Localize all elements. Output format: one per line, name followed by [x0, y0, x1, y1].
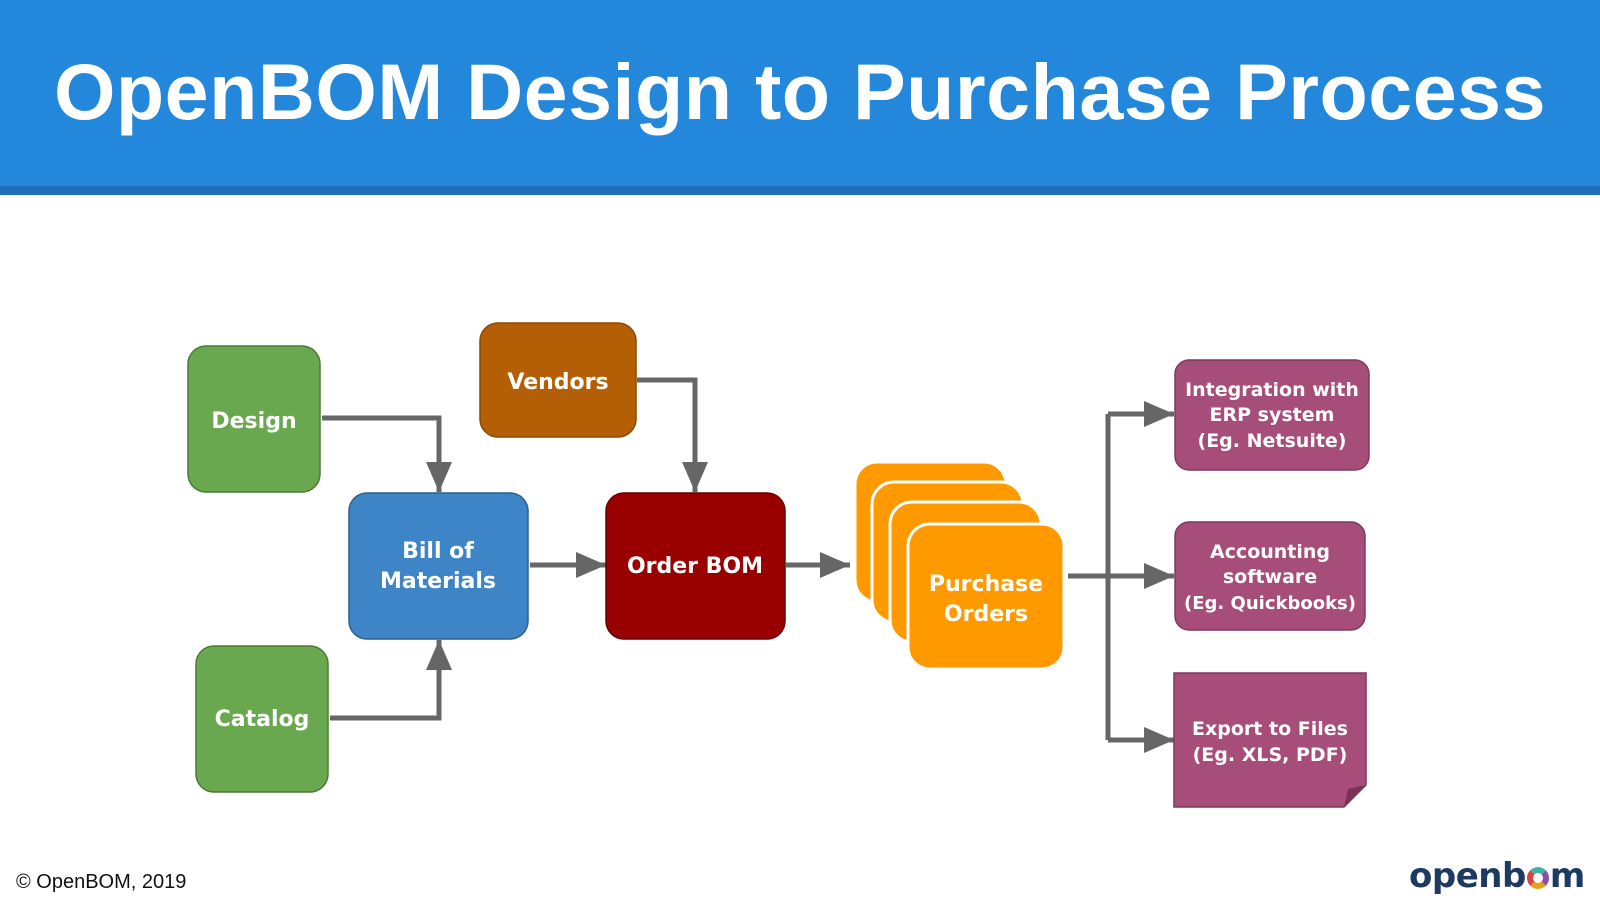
node-bom-label-line1: Bill of [402, 539, 474, 564]
node-erp-label-line1: Integration with [1185, 379, 1359, 401]
node-purchase-orders: Purchase Orders [853, 460, 1066, 671]
node-bom-label-line2: Materials [380, 569, 496, 594]
node-export-label-line1: Export to Files [1192, 718, 1348, 740]
node-accounting-label-line2: software [1223, 566, 1317, 588]
node-catalog: Catalog [195, 645, 329, 793]
node-accounting-software: Accounting software (Eg. Quickbooks) [1174, 521, 1366, 631]
arrow-catalog-to-bom [330, 640, 452, 721]
arrow-design-to-bom [322, 415, 452, 492]
node-bill-of-materials: Bill of Materials [348, 492, 529, 640]
node-erp-integration: Integration with ERP system (Eg. Netsuit… [1174, 359, 1370, 471]
connectors [322, 377, 1174, 753]
node-catalog-label: Catalog [215, 707, 310, 732]
node-erp-label-line2: ERP system [1210, 404, 1335, 426]
node-po-label-line2: Orders [944, 602, 1028, 627]
node-order-bom: Order BOM [605, 492, 786, 640]
title-banner: OpenBOM Design to Purchase Process [0, 0, 1600, 195]
rainbow-ring-icon [1526, 867, 1549, 889]
logo-text-part1: openb [1409, 856, 1526, 896]
node-po-label-line1: Purchase [929, 572, 1043, 597]
copyright-text: © OpenBOM, 2019 [16, 871, 187, 893]
node-vendors-label: Vendors [507, 370, 608, 395]
node-accounting-label-line1: Accounting [1210, 541, 1330, 563]
node-design: Design [187, 345, 321, 493]
node-accounting-label-line3: (Eg. Quickbooks) [1184, 593, 1356, 614]
logo-text-part2: m [1549, 856, 1585, 896]
node-erp-label-line3: (Eg. Netsuite) [1198, 430, 1347, 452]
node-export-label-line2: (Eg. XLS, PDF) [1193, 744, 1348, 766]
page-title: OpenBOM Design to Purchase Process [53, 47, 1547, 136]
node-vendors: Vendors [479, 322, 637, 438]
node-order-bom-label: Order BOM [627, 554, 763, 579]
arrow-vendors-to-orderbom [637, 377, 708, 492]
node-export-to-files: Export to Files (Eg. XLS, PDF) [1173, 672, 1367, 808]
node-design-label: Design [211, 409, 296, 434]
